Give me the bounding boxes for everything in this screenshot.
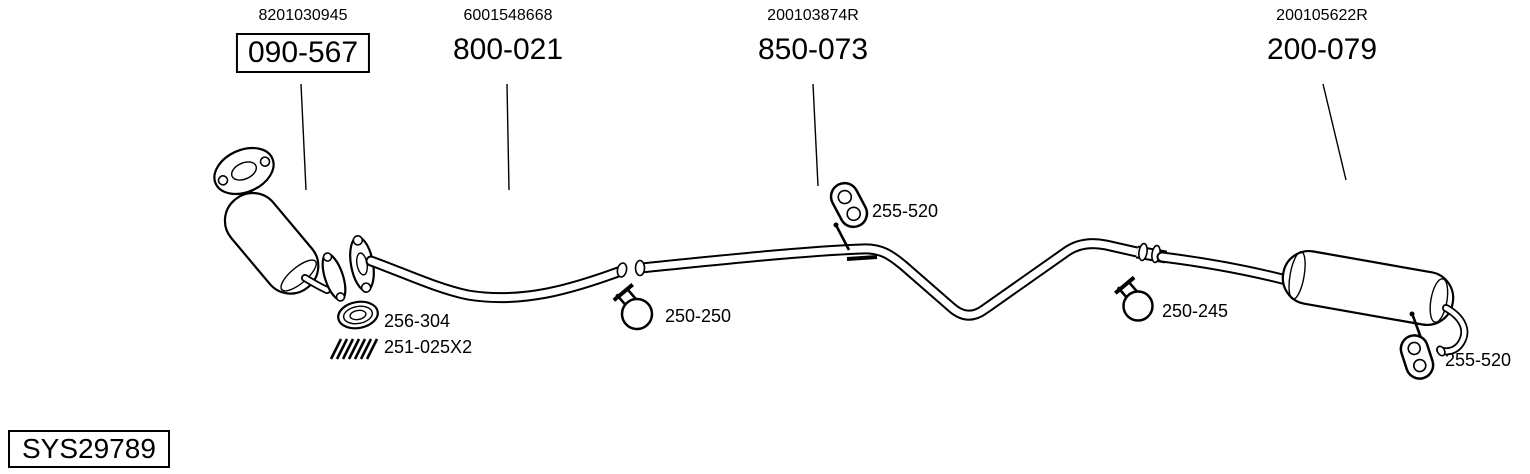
leader-line xyxy=(506,83,510,191)
part-group: 6001548668 800-021 xyxy=(453,6,563,67)
leader-line xyxy=(1322,83,1347,181)
oem-number: 8201030945 xyxy=(258,7,348,24)
part-group: 200105622R 200-079 xyxy=(1267,6,1377,67)
part-group: 8201030945 090-567 xyxy=(235,6,371,73)
catalytic-converter-drawing xyxy=(213,146,347,302)
rubber-hanger-icon xyxy=(829,181,869,229)
part-code[interactable]: 090-567 xyxy=(235,33,371,73)
center-pipe-drawing xyxy=(634,222,1143,321)
leader-lines xyxy=(300,83,1347,191)
small-part-code[interactable]: 250-245 xyxy=(1162,301,1229,321)
small-part-code[interactable]: 250-250 xyxy=(665,306,732,326)
oem-number: 200103874R xyxy=(767,7,859,24)
front-pipe-drawing xyxy=(349,235,628,304)
small-part-code[interactable]: 256-304 xyxy=(384,311,451,331)
pipe-clamp-icon xyxy=(612,283,654,331)
small-part-code[interactable]: 255-520 xyxy=(1445,350,1512,370)
leader-line xyxy=(300,83,307,191)
rear-muffler-drawing xyxy=(1135,242,1469,357)
part-code[interactable]: 800-021 xyxy=(452,33,564,66)
small-part-code[interactable]: 251-025X2 xyxy=(384,337,473,357)
rubber-hanger-icon xyxy=(1399,334,1435,380)
small-part-code[interactable]: 255-520 xyxy=(872,201,939,221)
spring-icon xyxy=(329,338,379,360)
oem-number: 6001548668 xyxy=(463,7,553,24)
part-group: 200103874R 850-073 xyxy=(758,6,868,67)
part-code[interactable]: 200-079 xyxy=(1266,33,1378,66)
leader-line xyxy=(812,83,819,187)
gasket-ring-icon xyxy=(337,300,379,330)
system-code: SYS29789 xyxy=(8,430,170,468)
oem-number: 200105622R xyxy=(1276,7,1368,24)
pipe-clamp-icon xyxy=(1114,275,1154,322)
part-code[interactable]: 850-073 xyxy=(757,33,869,66)
